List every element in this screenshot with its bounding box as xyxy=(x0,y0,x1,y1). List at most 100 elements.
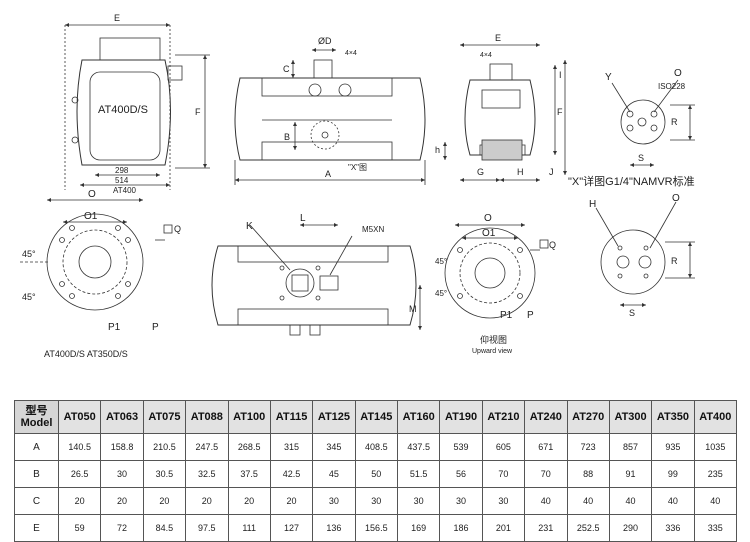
flange-left-Q-label: Q xyxy=(174,224,181,234)
model-header-cell: AT240 xyxy=(524,400,568,434)
flange-mid-deg1-label: 45° xyxy=(435,257,447,266)
side-x-view-label: "X"图 xyxy=(348,163,367,172)
model-header-cell: AT125 xyxy=(312,400,356,434)
side-A-label: A xyxy=(325,169,331,179)
table-cell: 30 xyxy=(312,487,356,515)
table-cell: 70 xyxy=(481,460,526,488)
flange-left-deg1-label: 45° xyxy=(22,249,36,259)
table-cell: 70 xyxy=(524,460,568,488)
table-cell: 88 xyxy=(566,460,610,488)
flange-mid-P-label: P xyxy=(527,310,534,321)
top-view xyxy=(211,223,422,336)
model-header: 型号 Model xyxy=(14,400,59,434)
table-cell: 40 xyxy=(524,487,568,515)
table-cell: 30 xyxy=(354,487,399,515)
detail-bottom-O-label: O xyxy=(672,193,680,204)
model-header-cell: AT088 xyxy=(185,400,229,434)
row-label: B xyxy=(14,460,59,488)
front-view xyxy=(64,23,210,190)
table-cell: 20 xyxy=(269,487,314,515)
table-cell: 20 xyxy=(185,487,229,515)
flange-mid xyxy=(444,223,549,319)
row-label: E xyxy=(14,514,59,542)
end-view xyxy=(443,43,567,182)
side-diaD-label: ØD xyxy=(318,36,332,46)
table-cell: 91 xyxy=(608,460,653,488)
table-cell: 30 xyxy=(439,487,483,515)
front-sub-label: AT400 xyxy=(113,186,137,195)
end-h-label: h xyxy=(435,145,440,155)
table-cell: 30 xyxy=(481,487,526,515)
flange-left-P-label: P xyxy=(152,322,159,333)
front-298-label: 298 xyxy=(115,166,129,175)
detail-bottom-H-label: H xyxy=(589,199,596,210)
model-header-cell: AT075 xyxy=(142,400,187,434)
detail-R-label: R xyxy=(671,117,678,127)
table-cell: 247.5 xyxy=(185,433,229,461)
model-header-cell: AT300 xyxy=(608,400,653,434)
detail-top xyxy=(611,79,695,167)
table-cell: 45 xyxy=(312,460,356,488)
table-cell: 140.5 xyxy=(57,433,102,461)
table-cell: 345 xyxy=(312,433,356,461)
model-header-cell: AT145 xyxy=(354,400,399,434)
table-cell: 97.5 xyxy=(185,514,229,542)
table-cell: 40 xyxy=(693,487,738,515)
flange-left-deg2-label: 45° xyxy=(22,292,36,302)
end-H-label: H xyxy=(517,167,524,177)
table-cell: 51.5 xyxy=(396,460,441,488)
table-cell: 136 xyxy=(312,514,356,542)
detail-S-label: S xyxy=(638,153,644,163)
table-cell: 99 xyxy=(651,460,695,488)
flange-left xyxy=(20,198,173,311)
side-4x4-label: 4×4 xyxy=(345,50,357,57)
flange-left-O-label: O xyxy=(88,189,96,200)
model-header-en: Model xyxy=(20,417,53,429)
detail-iso-label: ISO228 xyxy=(658,82,686,91)
table-cell: 1035 xyxy=(693,433,738,461)
table-cell: 169 xyxy=(396,514,441,542)
table-cell: 20 xyxy=(227,487,271,515)
table-cell: 59 xyxy=(57,514,102,542)
flange-mid-O1-label: O1 xyxy=(482,228,496,239)
end-4x4-label: 4×4 xyxy=(480,52,492,59)
table-cell: 252.5 xyxy=(566,514,610,542)
front-E-label: E xyxy=(114,13,120,23)
row-label: C xyxy=(14,487,59,515)
top-L-label: L xyxy=(300,213,306,224)
table-cell: 111 xyxy=(227,514,271,542)
table-cell: 20 xyxy=(142,487,187,515)
detail-Y-label: Y xyxy=(605,72,612,83)
table-cell: 50 xyxy=(354,460,399,488)
table-cell: 72 xyxy=(100,514,144,542)
model-header-cell: AT350 xyxy=(651,400,695,434)
detail-bottom-R-label: R xyxy=(671,256,678,266)
detail-bottom-S-label: S xyxy=(629,308,635,318)
x-note-label: "X"详图G1/4"NAMVR标准 xyxy=(568,174,695,188)
table-cell: 40 xyxy=(608,487,653,515)
table-cell: 539 xyxy=(439,433,483,461)
flange-left-O1-label: O1 xyxy=(84,211,98,222)
detail-O-label: O xyxy=(674,68,682,79)
table-cell: 437.5 xyxy=(396,433,441,461)
table-cell: 723 xyxy=(566,433,610,461)
end-J-label: J xyxy=(549,167,554,177)
top-M-label: M xyxy=(409,304,417,314)
table-cell: 210.5 xyxy=(142,433,187,461)
table-cell: 605 xyxy=(481,433,526,461)
end-I-label: I xyxy=(559,70,562,80)
top-K-label: K xyxy=(246,221,253,232)
flange-mid-Q-label: Q xyxy=(549,240,556,250)
model-header-cell: AT063 xyxy=(100,400,144,434)
table-cell: 408.5 xyxy=(354,433,399,461)
model-header-cn: 型号 xyxy=(25,405,48,417)
end-F-label: F xyxy=(557,107,563,117)
flange-left-P1-label: P1 xyxy=(108,322,121,333)
table-cell: 336 xyxy=(651,514,695,542)
table-cell: 20 xyxy=(57,487,102,515)
